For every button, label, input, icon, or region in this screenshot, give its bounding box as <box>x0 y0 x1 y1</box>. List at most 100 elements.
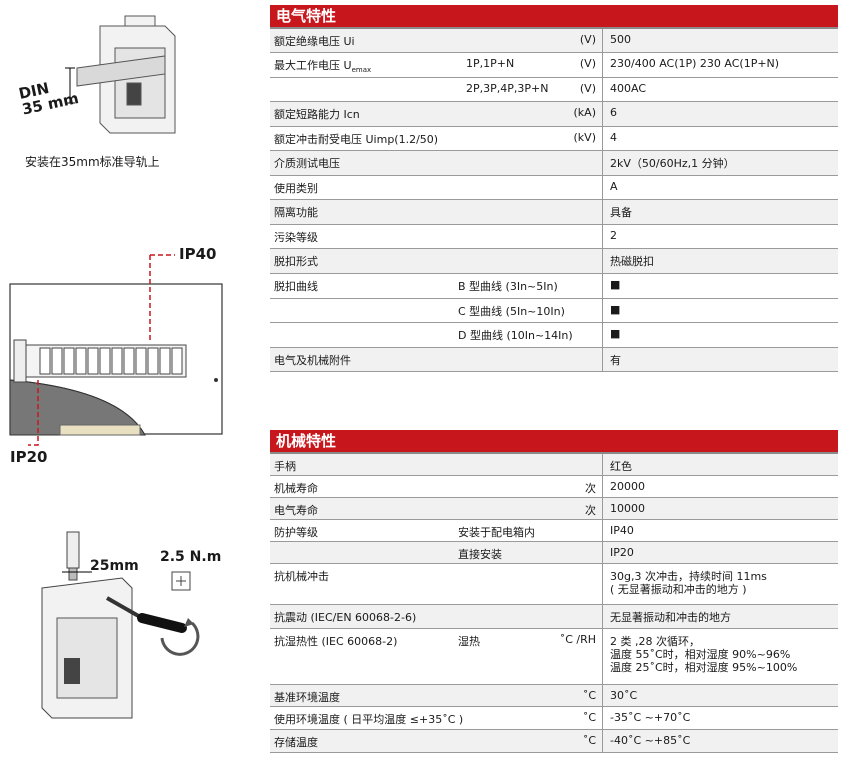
row-value: 30˚C <box>610 689 638 702</box>
column-divider <box>602 476 603 497</box>
row-label: 机械寿命 <box>274 480 318 496</box>
column-divider <box>602 274 603 298</box>
row-label: 脱扣形式 <box>274 253 318 269</box>
table-row: D 型曲线 (10In~14In) ■ <box>270 323 838 348</box>
row-label-text: 抗机械冲击 <box>274 570 329 583</box>
row-label-text: 电气寿命 <box>274 504 318 517</box>
row-unit: (kV) <box>573 131 596 144</box>
row-sub-label: 湿热 <box>458 635 480 648</box>
row-value: 2 <box>610 229 617 242</box>
row-label-text: 脱扣曲线 <box>274 280 318 293</box>
table-row: 抗震动 (IEC/EN 60068-2-6) 无显著振动和冲击的地方 <box>270 605 838 629</box>
row-label: 存储温度 <box>274 734 318 750</box>
row-value: IP40 <box>610 524 634 537</box>
row-label-text: 污染等级 <box>274 231 318 244</box>
row-label-text: 额定短路能力 Icn <box>274 108 360 121</box>
row-unit: (V) <box>579 33 596 46</box>
row-value: 无显著振动和冲击的地方 <box>610 611 731 624</box>
column-divider <box>602 454 603 475</box>
row-label-text: 脱扣形式 <box>274 255 318 268</box>
row-value: -40˚C ~+85˚C <box>610 734 691 747</box>
row-value: 温度 25˚C时，相对湿度 95%~100% <box>610 661 798 674</box>
row-label: 电气寿命 <box>274 502 318 518</box>
row-label-text: 介质测试电压 <box>274 157 340 170</box>
table-row: 额定冲击耐受电压 Uimp(1.2/50)(kV)4 <box>270 127 838 151</box>
torque-label: 2.5 N.m <box>160 549 222 565</box>
row-value: ( 无显著振动和冲击的地方 ) <box>610 583 747 596</box>
row-unit: ˚C <box>582 711 596 724</box>
row-label-text: 抗震动 (IEC/EN 60068-2-6) <box>274 611 417 624</box>
row-value: 30g,3 次冲击，持续时间 11ms <box>610 570 767 583</box>
table-row: 2P,3P,4P,3P+N(V)400AC <box>270 78 838 102</box>
row-label-text: 使用类别 <box>274 182 318 195</box>
row-label-text: 额定冲击耐受电压 Uimp(1.2/50) <box>274 133 439 146</box>
row-label: 基准环境温度 <box>274 689 340 705</box>
row-label-text: 存储温度 <box>274 736 318 749</box>
column-divider <box>602 127 603 150</box>
row-unit: 次 <box>585 504 596 517</box>
row-unit: (V) <box>579 57 596 70</box>
row-label: 电气及机械附件 <box>274 352 351 368</box>
wiring-illustration <box>41 531 200 719</box>
column-divider <box>602 78 603 101</box>
row-label-text: 使用环境温度 ( 日平均温度 ≤+35˚C ) <box>274 713 464 726</box>
column-divider <box>602 685 603 706</box>
column-divider <box>602 53 603 77</box>
row-label: 额定冲击耐受电压 Uimp(1.2/50) <box>274 131 438 147</box>
row-value: 有 <box>610 354 621 367</box>
table-row: 电气及机械附件 有 <box>270 348 838 372</box>
column-divider <box>602 605 603 628</box>
wire-length-label: 25mm <box>90 558 139 574</box>
row-value: 400AC <box>610 82 647 95</box>
row-label-subscript: emax <box>351 66 372 75</box>
column-divider <box>602 225 603 248</box>
ip40-label: IP40 <box>179 245 217 263</box>
row-label: 使用类别 <box>274 180 318 196</box>
column-divider <box>602 151 603 175</box>
table-row: 污染等级 2 <box>270 225 838 249</box>
row-unit: ˚C <box>582 734 596 747</box>
row-label: 最大工作电压 Uemax <box>274 57 371 74</box>
row-label: 脱扣曲线 <box>274 278 318 294</box>
row-label: 防护等级 <box>274 524 318 540</box>
row-label-text: 基准环境温度 <box>274 691 340 704</box>
column-divider <box>602 707 603 729</box>
row-unit: ˚C /RH <box>559 633 596 646</box>
row-sub-label: 1P,1P+N <box>466 57 515 70</box>
row-sub-label: C 型曲线 (5In~10In) <box>458 305 565 318</box>
column-divider <box>602 249 603 273</box>
column-divider <box>602 564 603 604</box>
row-value: 具备 <box>610 206 632 219</box>
row-value: 2 类 ,28 次循环， <box>610 635 700 648</box>
row-sub-label: 2P,3P,4P,3P+N <box>466 82 549 95</box>
column-divider <box>602 200 603 224</box>
column-divider <box>602 629 603 684</box>
table-row: 额定短路能力 Icn(kA)6 <box>270 102 838 127</box>
row-value: 6 <box>610 106 617 119</box>
table-row: 脱扣形式热磁脱扣 <box>270 249 838 274</box>
row-label-text: 额定绝缘电压 Ui <box>274 35 355 48</box>
row-unit: 次 <box>585 482 596 495</box>
column-divider <box>602 299 603 322</box>
row-value: ■ <box>610 327 621 340</box>
row-label: 抗机械冲击 <box>274 568 329 584</box>
row-label-text: 最大工作电压 U <box>274 59 352 72</box>
row-sub-label: D 型曲线 (10In~14In) <box>458 329 573 342</box>
row-value: ■ <box>610 303 621 316</box>
row-label-text: 电气及机械附件 <box>274 354 351 367</box>
row-value: 红色 <box>610 460 632 473</box>
row-value: 温度 55˚C时，相对湿度 90%~96% <box>610 648 791 661</box>
column-divider <box>602 348 603 371</box>
enclosure-illustration <box>9 254 223 446</box>
row-value: 10000 <box>610 502 645 515</box>
ip20-label: IP20 <box>10 448 48 466</box>
row-label: 额定绝缘电压 Ui <box>274 33 355 49</box>
row-label: 介质测试电压 <box>274 155 340 171</box>
row-label-text: 隔离功能 <box>274 206 318 219</box>
column-divider <box>602 542 603 563</box>
table-row: C 型曲线 (5In~10In) ■ <box>270 299 838 323</box>
